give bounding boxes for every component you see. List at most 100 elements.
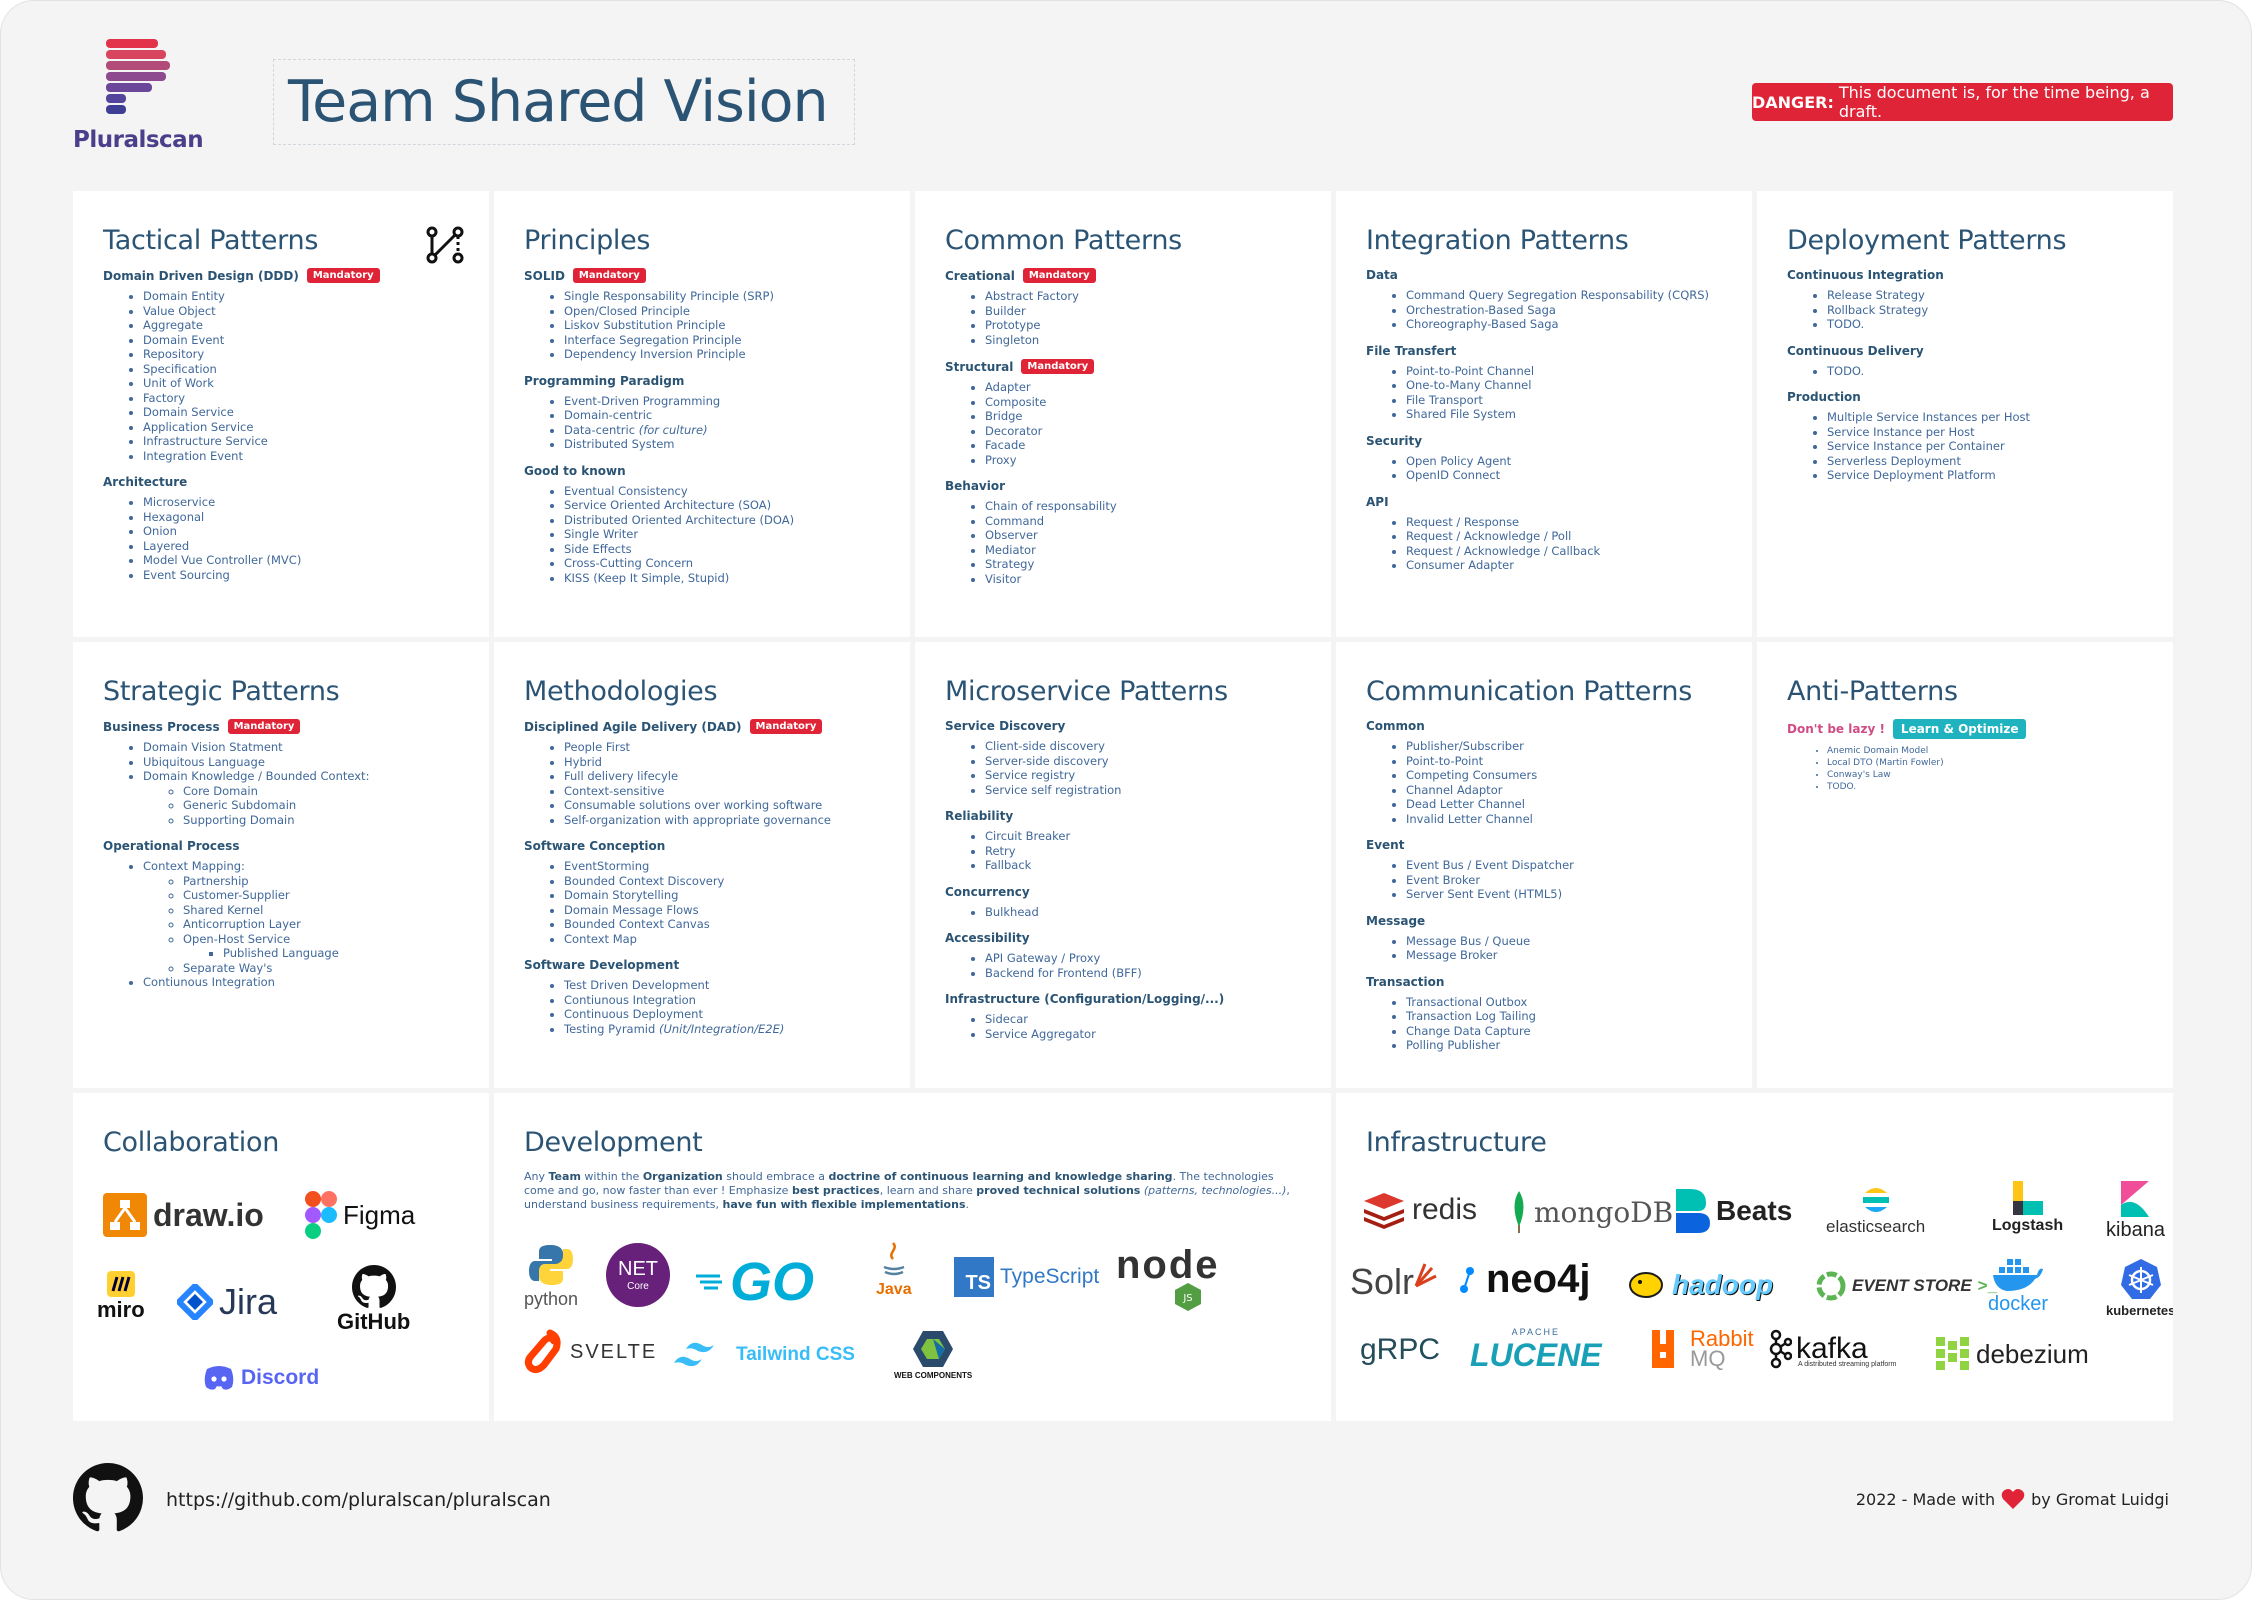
miro-icon [106,1271,135,1297]
section-heading: Message [1366,913,1426,928]
repo-link[interactable]: https://github.com/pluralscan/pluralscan [166,1489,551,1511]
list-item: Abstract Factory [985,289,1307,304]
kafka-logo: kafka A distributed streaming platform [1768,1329,1897,1369]
web-components-logo: WEB COMPONENTS [894,1329,972,1380]
list-item: Event Sourcing [143,568,465,583]
card-title: Strategic Patterns [103,676,340,707]
list-item: Domain Vision Statment [143,740,465,755]
card-title: Tactical Patterns [103,225,319,256]
development-intro: Any Team within the Organization should … [524,1170,1290,1211]
list-item: Point-to-Point Channel [1406,364,1728,379]
docker-logo: docker [1988,1257,2048,1316]
brand-name: Pluralscan [73,127,204,153]
list-item: Local DTO (Martin Fowler) [1827,757,2149,769]
drawio-label: draw.io [153,1196,264,1233]
go-label: GO [730,1252,815,1312]
section-heading: Architecture [103,475,188,489]
list-item: Orchestration-Based Saga [1406,303,1728,318]
list: Point-to-Point ChannelOne-to-Many Channe… [1366,364,1728,422]
list-item: Domain Knowledge / Bounded Context: Core… [143,769,465,827]
deployment-patterns-card: Deployment Patterns Continuous Integrati… [1757,191,2173,637]
lucene-logo: APACHE LUCENE [1470,1327,1602,1374]
list-item: Observer [985,528,1307,543]
debezium-icon [1936,1337,1969,1370]
list-item: Domain Service [143,405,465,420]
section-heading: API [1366,494,1389,509]
list-item: Point-to-Point [1406,754,1728,769]
github-logo: GitHub [337,1265,410,1335]
discord-label: Discord [241,1366,320,1389]
card-title: Microservice Patterns [945,676,1228,707]
list-item: Testing Pyramid (Unit/Integration/E2E) [564,1022,886,1037]
github-footer-icon[interactable] [73,1463,143,1533]
eventstore-logo: EVENT STORE >_ [1816,1271,1997,1301]
list-item: Eventual Consistency [564,484,886,499]
content-grid: Tactical Patterns Domain Driven Design (… [73,191,2173,1421]
list-item: Proxy [985,453,1307,468]
list-item: File Transport [1406,393,1728,408]
list-item: One-to-Many Channel [1406,378,1728,393]
redis-logo: redis [1362,1191,1477,1229]
beats-logo: Beats [1676,1189,1792,1233]
methodologies-card: Methodologies Disciplined Agile Delivery… [494,642,910,1088]
sub-list: Partnership Customer-Supplier Shared Ker… [143,874,465,976]
list-item: Unit of Work [143,376,465,391]
list-item: Consumer Adapter [1406,558,1728,573]
anti-patterns-card: Anti-Patterns Don't be lazy !Learn & Opt… [1757,642,2173,1088]
list-item: Hexagonal [143,510,465,525]
section-heading: Software Conception [524,839,666,853]
list-item: Side Effects [564,542,886,557]
list-item: Polling Publisher [1406,1038,1728,1053]
list-item: Service Deployment Platform [1827,468,2149,483]
list-item: Service Aggregator [985,1027,1307,1042]
danger-text: This document is, for the time being, a … [1838,83,2150,121]
section-heading: Event [1366,838,1405,852]
github-label: GitHub [337,1309,411,1334]
list-item: Shared File System [1406,407,1728,422]
section-heading: File Transfert [1366,343,1457,358]
nodejs-label: node [1116,1243,1220,1287]
kafka-tagline: A distributed streaming platform [1798,1361,1897,1368]
list: Request / ResponseRequest / Acknowledge … [1366,515,1728,573]
solr-logo: Solr [1350,1261,1438,1303]
mongodb-label: mongoDB. [1534,1195,1683,1229]
list-item: Multiple Service Instances per Host [1827,410,2149,425]
list: API Gateway / ProxyBackend for Frontend … [945,951,1307,980]
svelte-label: SVELTE [570,1340,658,1363]
list-item: Bounded Context Discovery [564,874,886,889]
beats-icon [1676,1189,1710,1233]
svelte-logo: SVELTE [524,1329,657,1375]
section-heading: Operational Process [103,839,240,853]
list-item: Consumable solutions over working softwa… [564,798,886,813]
integration-patterns-card: Integration Patterns Data Command Query … [1336,191,1752,637]
python-logo: python [524,1243,578,1310]
figma-icon [305,1191,337,1239]
list-item: Change Data Capture [1406,1024,1728,1039]
section-heading: Good to known [524,463,626,478]
dotnet-logo: NET Core [606,1243,670,1307]
card-title: Anti-Patterns [1787,676,1958,707]
list-item: Infrastructure Service [143,434,465,449]
brand-logo: Pluralscan [61,39,221,159]
list-item: Message Bus / Queue [1406,934,1728,949]
list-item: Competing Consumers [1406,768,1728,783]
list-item: Continuous Deployment [564,1007,886,1022]
tailwind-logo: Tailwind CSS [670,1337,855,1373]
typescript-icon: TS [954,1257,994,1297]
jira-label: Jira [219,1281,278,1322]
list-item: Test Driven Development [564,978,886,993]
section-heading: Accessibility [945,931,1030,945]
list-item: Rollback Strategy [1827,303,2149,318]
section-heading: Common [1366,719,1425,733]
kibana-logo: kibana [2106,1181,2165,1242]
card-title: Common Patterns [945,225,1182,256]
section-heading: Software Development [524,958,680,972]
list: Command Query Segregation Responsability… [1366,288,1728,332]
list-item: Open-Host Service Published Language [183,932,465,961]
list-item: Domain Event [143,333,465,348]
git-branch-icon [426,226,464,264]
svg-text:JS: JS [1182,1293,1192,1304]
list-item: Singleton [985,333,1307,348]
java-label: Java [876,1281,912,1298]
